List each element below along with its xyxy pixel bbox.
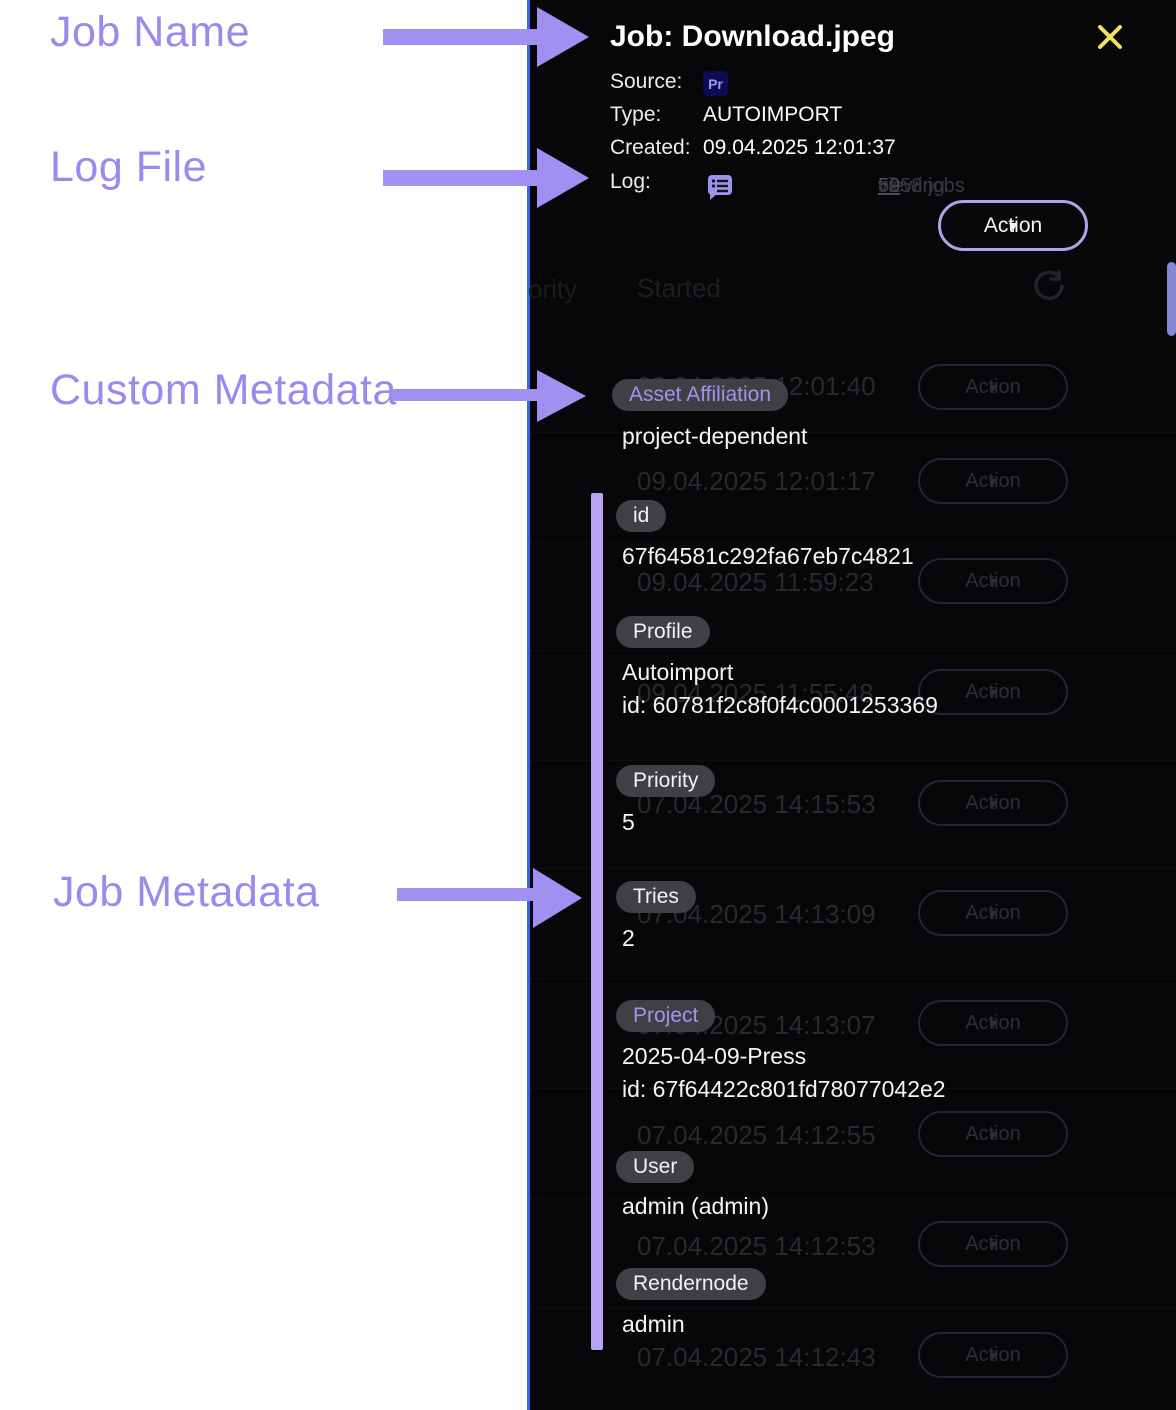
metadata-badge-priority: Priority bbox=[616, 765, 716, 797]
row-action-button: Action▼ bbox=[918, 890, 1068, 936]
job-metadata-bracket-bar bbox=[591, 493, 603, 1350]
metadata-value: 2 bbox=[622, 925, 635, 951]
type-field-value: AUTOIMPORT bbox=[703, 103, 843, 126]
job-title: Job: Download.jpeg bbox=[610, 20, 895, 53]
metadata-value: admin (admin) bbox=[622, 1193, 769, 1219]
premiere-pro-icon: Pr bbox=[703, 71, 728, 96]
row-started-ts: 07.04.2025 14:12:53 bbox=[637, 1231, 876, 1261]
log-field-label: Log: bbox=[610, 170, 651, 193]
row-action-button: Action▼ bbox=[918, 780, 1068, 826]
row-action-button: Action▼ bbox=[918, 558, 1068, 604]
metadata-value: 5 bbox=[622, 809, 635, 835]
action-dropdown-button[interactable]: Action▼ bbox=[938, 200, 1088, 251]
annotation-log-file: Log File bbox=[50, 143, 207, 191]
row-started-ts: 09.04.2025 11:55:48 bbox=[637, 678, 874, 708]
metadata-value: id: 67f64422c801fd78077042e2 bbox=[622, 1076, 946, 1102]
row-started-ts: 09.04.2025 12:01:17 bbox=[637, 466, 876, 496]
row-action-button: Action▼ bbox=[918, 364, 1068, 410]
row-started-ts: 07.04.2025 14:12:55 bbox=[637, 1120, 876, 1150]
created-field-value: 09.04.2025 12:01:37 bbox=[703, 136, 896, 159]
row-action-button: Action▼ bbox=[918, 669, 1068, 715]
metadata-value: 2025-04-09-Press bbox=[622, 1043, 807, 1069]
row-started-ts: 09.04.2025 11:59:23 bbox=[637, 567, 874, 597]
metadata-value: id: 60781f2c8f0f4c0001253369 bbox=[622, 692, 938, 718]
column-header-started: Started bbox=[637, 273, 721, 303]
metadata-badge-rendernode: Rendernode bbox=[616, 1268, 766, 1300]
metadata-badge-user: User bbox=[616, 1151, 695, 1183]
annotation-job-metadata: Job Metadata bbox=[53, 868, 320, 916]
background-jobs-table: ority Started 09.04.2025 12:01:40 Action… bbox=[528, 0, 1176, 1410]
chevron-down-icon: ▼ bbox=[1006, 217, 1020, 234]
metadata-badge-project: Project bbox=[616, 1000, 716, 1032]
annotation-custom-metadata: Custom Metadata bbox=[50, 366, 397, 414]
refresh-icon bbox=[1034, 270, 1064, 301]
row-action-button: Action▼ bbox=[918, 1332, 1068, 1378]
close-icon[interactable] bbox=[1095, 22, 1125, 52]
metadata-badge-asset-affiliation: Asset Affiliation bbox=[612, 379, 789, 411]
log-file-icon[interactable] bbox=[707, 174, 733, 201]
annotation-job-name: Job Name bbox=[50, 8, 250, 56]
row-action-button: Action▼ bbox=[918, 1111, 1068, 1157]
metadata-value: admin bbox=[622, 1311, 685, 1337]
row-action-button: Action▼ bbox=[918, 1000, 1068, 1046]
job-details-content: Job: Download.jpeg Source: Pr Type: AUTO… bbox=[530, 0, 1176, 1410]
job-details-panel: ority Started 09.04.2025 12:01:40 Action… bbox=[527, 0, 1176, 1410]
metadata-badge-profile: Profile bbox=[616, 616, 710, 648]
scrollbar-thumb[interactable] bbox=[1167, 262, 1176, 336]
metadata-badge-id: id bbox=[616, 500, 667, 532]
source-field-label: Source: bbox=[610, 70, 683, 93]
row-started-ts: 07.04.2025 14:12:43 bbox=[637, 1342, 876, 1372]
column-header-priority: ority bbox=[528, 274, 578, 304]
metadata-value: 67f64581c292fa67eb7c4821 bbox=[622, 543, 914, 569]
metadata-value: Autoimport bbox=[622, 659, 734, 685]
type-field-label: Type: bbox=[610, 103, 662, 126]
row-action-button: Action▼ bbox=[918, 458, 1068, 504]
viewing-count-link: 59 bbox=[878, 175, 901, 197]
metadata-badge-tries: Tries bbox=[616, 881, 696, 913]
row-action-button: Action▼ bbox=[918, 1221, 1068, 1267]
metadata-value: project-dependent bbox=[622, 423, 808, 449]
created-field-label: Created: bbox=[610, 136, 691, 159]
